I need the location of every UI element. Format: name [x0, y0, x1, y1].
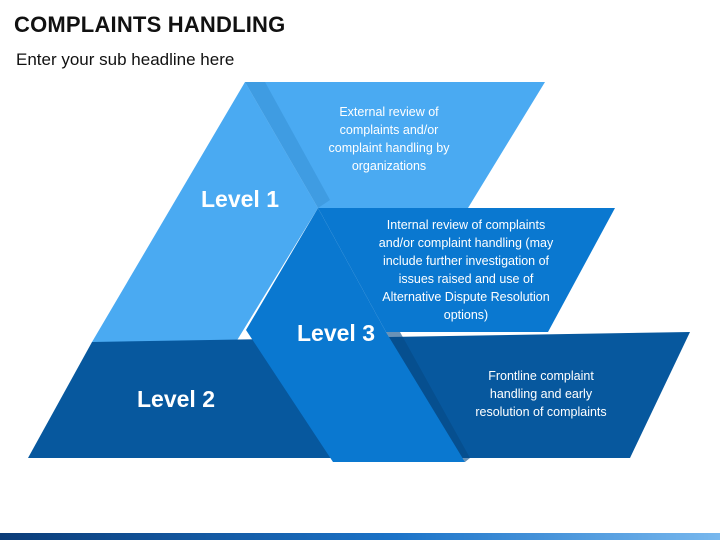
level-1-diagonal-band: [92, 82, 318, 342]
level-2-description: Frontline complaint handling and early r…: [475, 369, 607, 419]
level-3-diagonal-band: [246, 208, 465, 462]
fold-shadow: [245, 82, 330, 208]
level-1-label: Level 1: [201, 186, 279, 212]
level-3-description: Internal review of complaints and/or com…: [378, 218, 554, 322]
level-1-desc-band: [245, 82, 545, 208]
level-3-label: Level 3: [297, 320, 375, 346]
fold-shadow: [386, 332, 470, 462]
level-1-description: External review of complaints and/or com…: [328, 105, 450, 173]
level-2-label: Level 2: [137, 386, 215, 412]
page-subtitle: Enter your sub headline here: [16, 50, 235, 69]
page-title: COMPLAINTS HANDLING: [14, 12, 286, 37]
bottom-accent-bar: [0, 533, 720, 540]
level-2-upper-band: [28, 342, 332, 458]
level-3-desc-band: [318, 208, 615, 332]
